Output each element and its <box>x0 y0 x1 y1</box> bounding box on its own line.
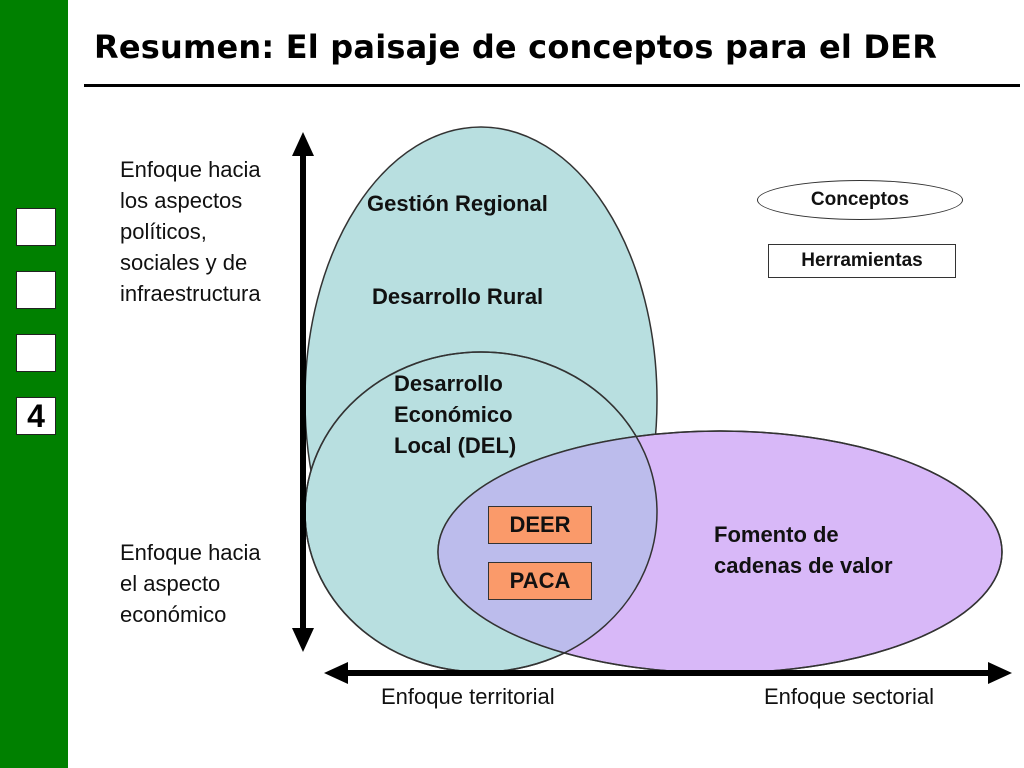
horizontal-axis-arrow <box>324 662 1012 684</box>
slide-title: Resumen: El paisaje de conceptos para el… <box>94 28 938 66</box>
tool-paca-box: PACA <box>488 562 592 600</box>
title-underline <box>84 84 1020 87</box>
sidebar-green-bar: 4 <box>0 0 68 768</box>
vertical-bottom-label: Enfoque hacia el aspecto económico <box>120 540 261 627</box>
nav-box-3[interactable] <box>16 334 56 372</box>
horizontal-left-label: Enfoque territorial <box>381 684 555 709</box>
concept-del: Desarrollo Económico Local (DEL) <box>394 371 517 458</box>
vertical-axis-arrow <box>292 132 314 652</box>
ellipse-overlap <box>438 431 657 672</box>
concept-desarrollo-rural: Desarrollo Rural <box>372 284 544 309</box>
horizontal-right-label: Enfoque sectorial <box>764 684 934 709</box>
nav-box-1[interactable] <box>16 208 56 246</box>
nav-box-2[interactable] <box>16 271 56 309</box>
concept-gestion-regional: Gestión Regional <box>367 191 548 216</box>
nav-box-4[interactable]: 4 <box>16 397 56 435</box>
concept-cadenas-valor: Fomento de cadenas de valor <box>714 522 893 578</box>
legend-tools-box: Herramientas <box>768 244 956 278</box>
vertical-top-label: Enfoque hacia los aspectos políticos, so… <box>120 157 261 306</box>
legend-concepts-ellipse: Conceptos <box>757 180 963 220</box>
tool-deer-box: DEER <box>488 506 592 544</box>
